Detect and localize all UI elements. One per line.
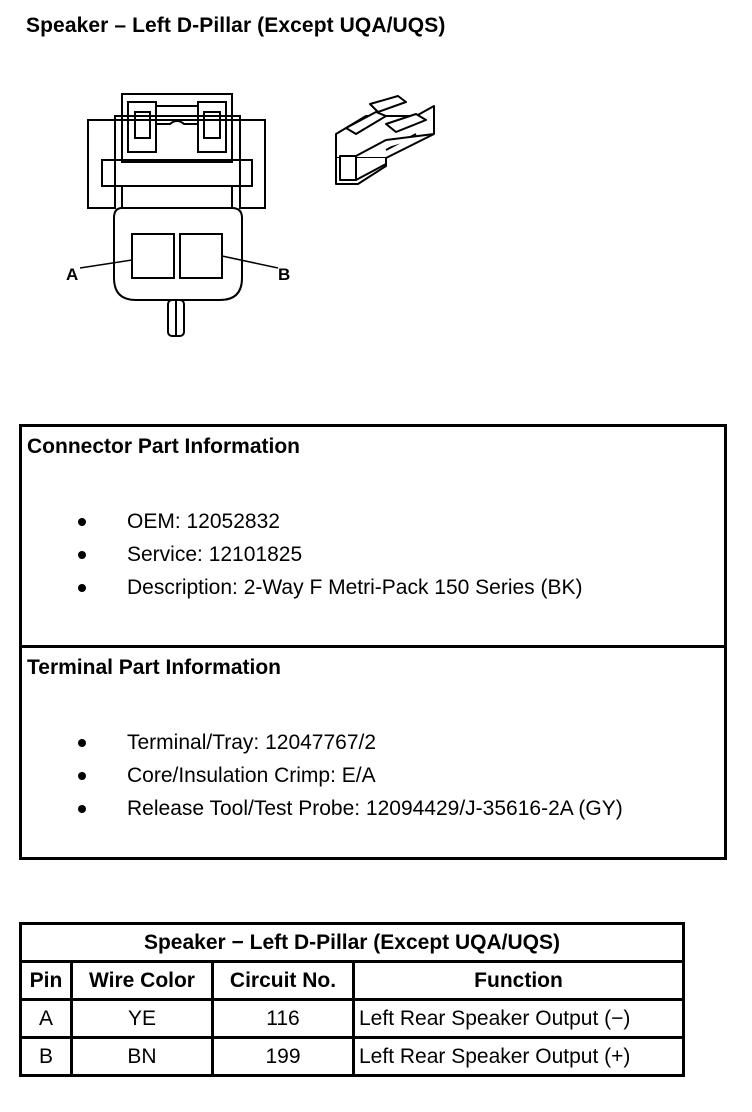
cell-pin: A — [19, 998, 73, 1039]
page-title: Speaker – Left D-Pillar (Except UQA/UQS) — [26, 14, 446, 37]
cell-function: Left Rear Speaker Output (−) — [352, 998, 685, 1039]
connector-front-view-diagram: A B — [66, 93, 290, 337]
table-title-row: Speaker − Left D-Pillar (Except UQA/UQS) — [19, 922, 685, 963]
table-header-row: Pin Wire Color Circuit No. Function — [19, 960, 685, 1001]
table-row: A YE 116 Left Rear Speaker Output (−) — [19, 998, 685, 1039]
cell-circuit: 116 — [211, 998, 355, 1039]
bullet-icon — [78, 551, 86, 559]
cell-wire-color: YE — [70, 998, 214, 1039]
column-header-circuit: Circuit No. — [211, 960, 355, 1001]
bullet-icon — [78, 805, 86, 813]
terminal-info-title: Terminal Part Information — [27, 656, 281, 679]
pin-b-label: B — [278, 265, 290, 284]
pin-function-table: Speaker − Left D-Pillar (Except UQA/UQS)… — [19, 922, 685, 1077]
part-information-box: Connector Part Information OEM: 12052832… — [19, 424, 727, 860]
column-header-function: Function — [352, 960, 685, 1001]
table-row: B BN 199 Left Rear Speaker Output (+) — [19, 1036, 685, 1077]
bullet-icon — [78, 739, 86, 747]
bullet-icon — [78, 518, 86, 526]
cell-circuit: 199 — [211, 1036, 355, 1077]
terminal-part-information: Terminal Part Information Terminal/Tray:… — [22, 645, 724, 860]
pin-a-label: A — [66, 265, 78, 284]
connector-info-title: Connector Part Information — [27, 435, 301, 458]
cell-function: Left Rear Speaker Output (+) — [352, 1036, 685, 1077]
pin-a-leader — [79, 259, 133, 269]
table-title: Speaker − Left D-Pillar (Except UQA/UQS) — [19, 922, 685, 963]
column-header-pin: Pin — [19, 960, 73, 1001]
connector-isometric-diagram — [335, 95, 435, 185]
column-header-wire-color: Wire Color — [70, 960, 214, 1001]
cell-pin: B — [19, 1036, 73, 1077]
pin-b-leader — [221, 255, 279, 269]
cell-wire-color: BN — [70, 1036, 214, 1077]
bullet-icon — [78, 584, 86, 592]
connector-part-information: Connector Part Information OEM: 12052832… — [27, 435, 583, 599]
bullet-icon — [78, 772, 86, 780]
